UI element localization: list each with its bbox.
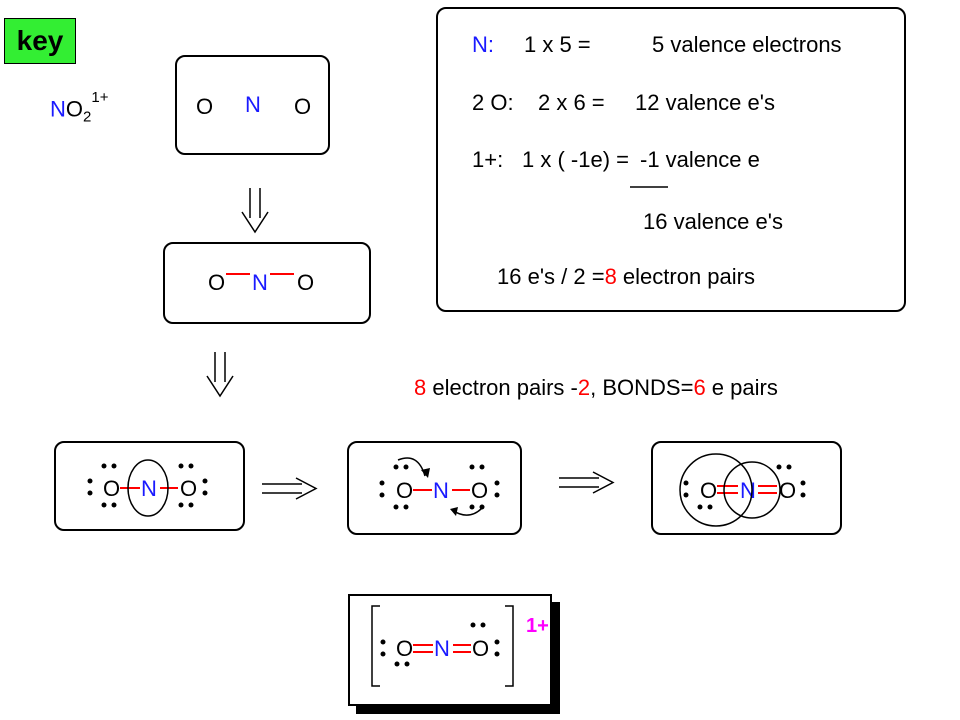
formula-subscript: 2: [83, 108, 92, 126]
count-result-o: 12 valence e's: [635, 90, 775, 115]
pairs-prefix: 16 e's / 2 =: [497, 264, 605, 289]
pairs-suffix: electron pairs: [616, 264, 755, 289]
structure-c-box: [651, 441, 842, 535]
count-atom-n: N:: [472, 32, 494, 57]
lone-pair-dots: [380, 622, 500, 667]
count-atom-charge: 1+:: [472, 147, 504, 172]
lone-pair-dots: [87, 463, 208, 508]
bond-pairs-line: 8 electron pairs -2, BONDS=6 e pairs: [414, 377, 778, 399]
pairs-total: 8: [414, 375, 427, 400]
formula-n: N: [50, 96, 66, 122]
double-down-arrow-icon: [241, 188, 269, 234]
octet-circle: [127, 459, 169, 517]
atom-o-left: O: [208, 270, 226, 295]
atom-o-left: O: [196, 94, 214, 119]
atom-o-right: O: [779, 478, 797, 503]
atom-n: N: [434, 636, 450, 661]
final-charge: 1+: [526, 615, 549, 637]
atoms-box: [175, 55, 330, 155]
atom-o-left: O: [103, 476, 121, 501]
pairs-formula: 16 e's / 2 =8 electron pairs: [497, 266, 755, 288]
left-bracket: [371, 605, 380, 687]
formula-charge: 1+: [91, 89, 109, 106]
atom-o-left: O: [396, 636, 414, 661]
bonds-text: , BONDS=: [590, 375, 694, 400]
atom-n: N: [245, 92, 261, 117]
bond-count: 2: [577, 375, 591, 400]
atom-n: N: [252, 270, 268, 295]
octet-circle: [679, 453, 753, 527]
pairs-text: electron pairs -: [426, 375, 578, 400]
count-calc-n: 1 x 5 =: [524, 32, 591, 57]
count-total: 16 valence e's: [643, 209, 783, 234]
count-result-charge: -1 valence e: [640, 147, 760, 172]
atom-o-left: O: [700, 478, 718, 503]
lone-pair-dots: [379, 464, 500, 510]
count-calc-charge: 1 x ( -1e) =: [522, 147, 629, 172]
key-label: key: [16, 25, 64, 56]
atom-o-right: O: [472, 636, 490, 661]
atom-n: N: [433, 478, 449, 503]
final-structure-box: [348, 594, 552, 706]
electron-count-box: [436, 7, 906, 312]
double-right-arrow-icon: [559, 471, 615, 494]
pairs-end-text: e pairs: [705, 375, 778, 400]
atom-o-right: O: [180, 476, 198, 501]
atom-o-left: O: [396, 478, 414, 503]
atom-o-right: O: [471, 478, 489, 503]
key-badge: key: [4, 18, 76, 64]
remaining-pairs: 6: [693, 375, 706, 400]
atom-o-right: O: [297, 270, 315, 295]
lone-pair-dots: [683, 464, 806, 510]
structure-b-box: [347, 441, 522, 535]
double-right-arrow-icon: [262, 477, 318, 500]
right-bracket: [505, 605, 514, 687]
formula-o: O: [65, 96, 84, 122]
count-calc-o: 2 x 6 =: [538, 90, 605, 115]
formula: NO2 1+: [50, 90, 108, 126]
single-bond-box: [163, 242, 371, 324]
pairs-number: 8: [604, 264, 617, 289]
atom-o-right: O: [294, 94, 312, 119]
atom-n: N: [141, 476, 157, 501]
count-result-n: 5 valence electrons: [652, 32, 842, 57]
octet-circle: [723, 461, 781, 519]
double-down-arrow-icon: [206, 352, 234, 398]
count-atom-o: 2 O:: [472, 90, 514, 115]
